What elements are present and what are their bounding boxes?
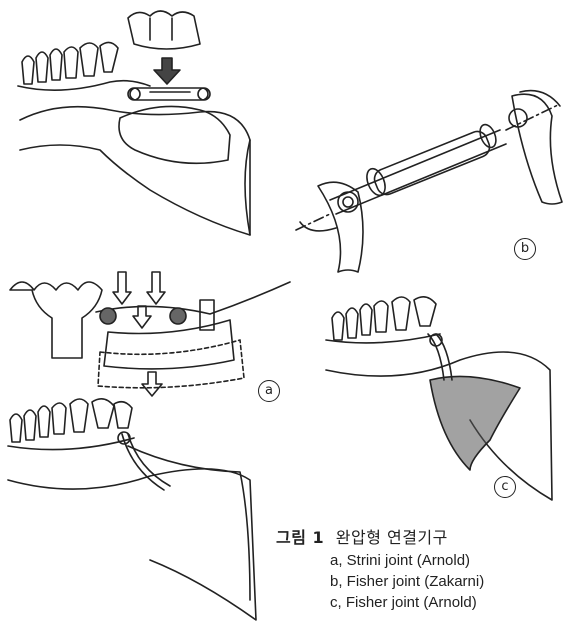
panel-c-fisher-in-situ [326, 297, 552, 500]
insertion-arrow [154, 58, 180, 84]
panel-a-strini-joint [10, 272, 290, 396]
saddle-displaced [98, 340, 244, 388]
figure-caption: 그림 1 완압형 연결기구 a, Strini joint (Arnold) b… [276, 524, 572, 611]
teeth-row-bottom [10, 399, 132, 442]
load-arrow-3 [133, 306, 151, 328]
crown-block [128, 11, 200, 49]
ridge-c [326, 352, 552, 500]
ridge-curve [96, 282, 290, 314]
panel-label-b: b [514, 238, 536, 260]
teeth-row-1 [22, 42, 118, 84]
caption-title-line: 그림 1 완압형 연결기구 [276, 524, 572, 548]
caption-item-c: c, Fisher joint (Arnold) [330, 594, 572, 611]
jaw-ridge-outline [20, 107, 250, 235]
joint-ball-left [100, 308, 116, 324]
joint-ball-right [170, 308, 186, 324]
axis-dashline [296, 104, 560, 230]
saddle-c-filled [430, 376, 520, 470]
panel-label-a: a [258, 380, 280, 402]
connector-wire-c [428, 334, 452, 380]
teeth-row-c [332, 297, 436, 340]
left-hinge-arm [318, 182, 363, 272]
figure-number: 그림 1 [276, 528, 324, 547]
right-hinge-arm [509, 94, 562, 204]
panel-bottom-in-situ [8, 399, 256, 620]
caption-item-b: b, Fisher joint (Zakarni) [330, 573, 572, 590]
caption-item-a: a, Strini joint (Arnold) [330, 552, 572, 569]
load-arrow-2 [147, 272, 165, 304]
panel-label-c: c [494, 476, 516, 498]
strini-bar [128, 88, 210, 100]
displacement-arrow [142, 372, 162, 396]
panel-denture-insertion [18, 11, 250, 235]
ridge-bottom [8, 469, 256, 620]
abutment-outline [10, 282, 102, 358]
figure-title: 완압형 연결기구 [336, 528, 448, 547]
load-arrow-1 [113, 272, 131, 304]
axis-rod [330, 122, 506, 214]
